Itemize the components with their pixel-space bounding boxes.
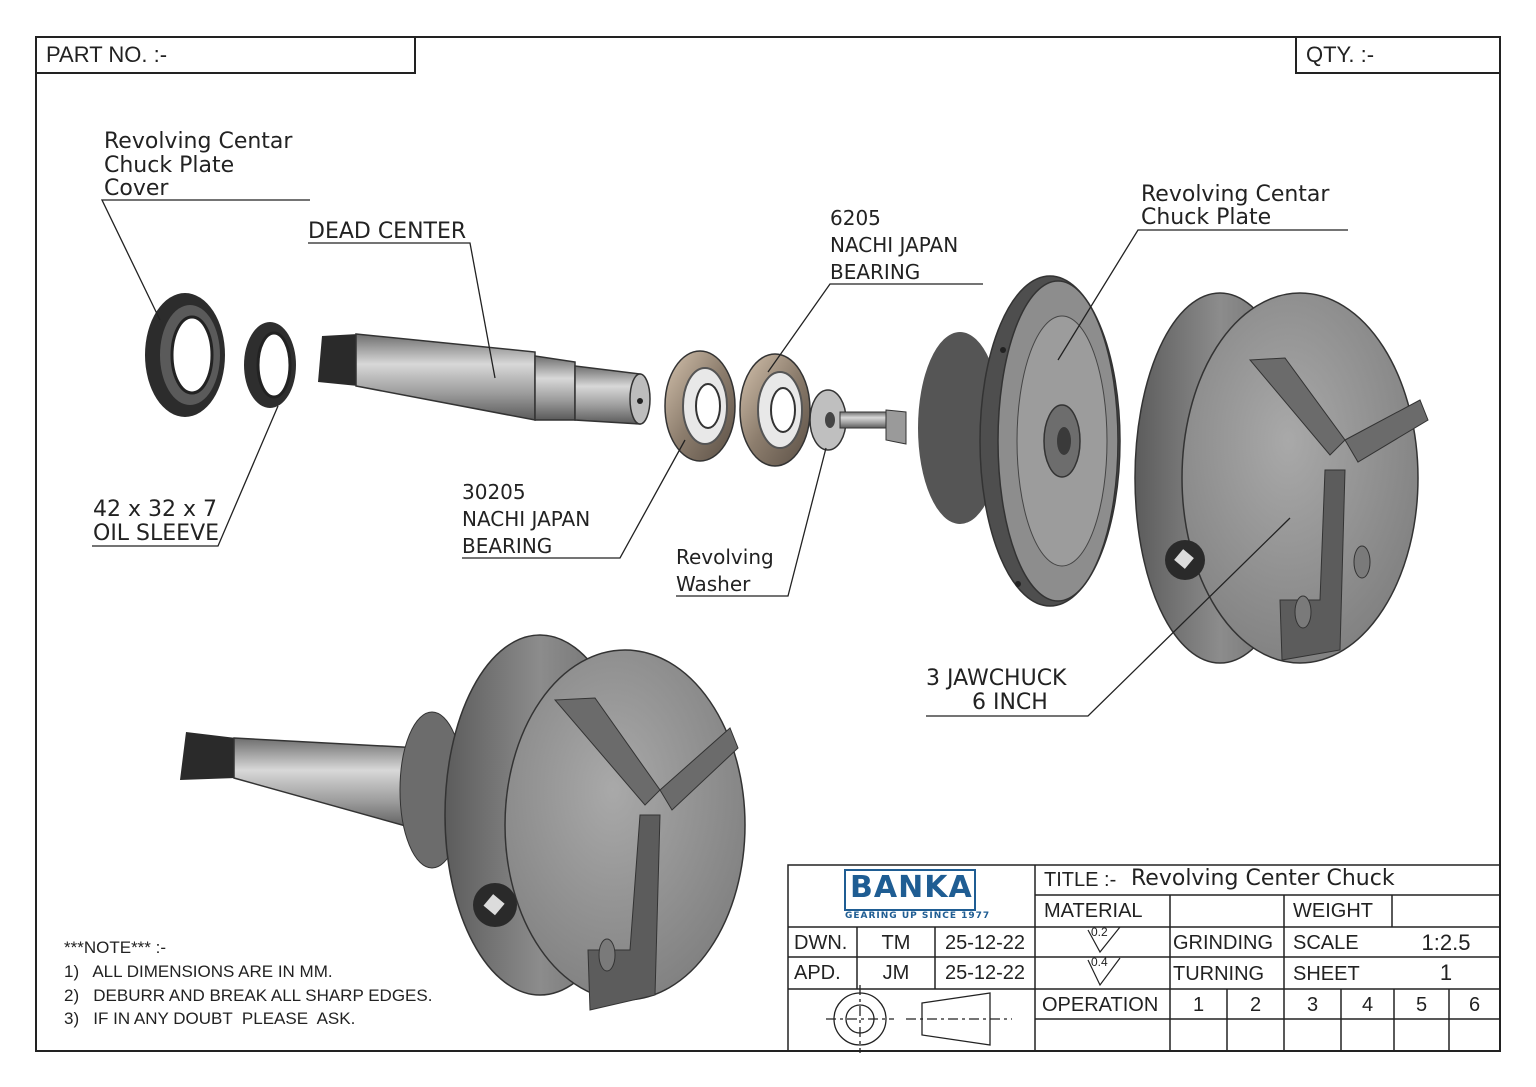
callout-washer-line1: Revolving <box>676 545 774 569</box>
part-no-label: PART NO. :- <box>46 42 168 67</box>
callout-sleeve-line2: OIL SLEEVE <box>93 521 220 546</box>
operation-cell: 1 <box>1192 994 1205 1016</box>
projection-symbol <box>826 985 1012 1053</box>
grinding-label: GRINDING <box>1173 932 1273 954</box>
title-block <box>787 864 1501 1052</box>
title-value: Revolving Center Chuck <box>1131 866 1395 891</box>
bearing-30205-part <box>664 350 736 462</box>
operation-cell: 3 <box>1306 994 1319 1016</box>
sheet-border <box>35 36 1501 1052</box>
callout-plate-line1: Revolving Centar <box>1141 182 1330 207</box>
apd-label: APD. <box>794 962 841 984</box>
callout-6205-line1: 6205 <box>830 206 881 230</box>
turning-label: TURNING <box>1173 963 1265 985</box>
operation-cell: 6 <box>1468 994 1481 1016</box>
dead-center-part <box>318 333 651 425</box>
roughness-grinding-value: 0.2 <box>1091 925 1108 939</box>
chuck-plate-cover-part <box>145 293 225 417</box>
logo-frame <box>844 869 976 911</box>
callout-30205-line2: NACHI JAPAN <box>462 507 591 531</box>
jaw-chuck-part <box>1134 292 1429 664</box>
callout-jaw-line1: 3 JAWCHUCK <box>926 666 1067 691</box>
apd-initials: JM <box>882 962 910 984</box>
callout-dead-center: DEAD CENTER <box>308 219 467 244</box>
operation-cell: 2 <box>1249 994 1262 1016</box>
note-item: 2) DEBURR AND BREAK ALL SHARP EDGES. <box>64 986 433 1005</box>
callout-30205-line1: 30205 <box>462 480 526 504</box>
callout-cover-line2: Chuck Plate <box>104 153 235 178</box>
bearing-6205-part <box>739 353 811 467</box>
scale-value: 1:2.5 <box>1421 930 1471 955</box>
roughness-turning-value: 0.4 <box>1091 955 1108 969</box>
callout-washer-line2: Washer <box>676 572 751 596</box>
operation-label: OPERATION <box>1042 994 1159 1016</box>
callout-plate-line2: Chuck Plate <box>1141 205 1272 230</box>
chuck-plate-part <box>918 275 1121 607</box>
sheet-value: 1 <box>1439 960 1453 985</box>
scale-label: SCALE <box>1293 932 1359 954</box>
dwn-initials: TM <box>881 932 911 954</box>
dwn-date: 25-12-22 <box>944 932 1026 954</box>
operation-cell: 5 <box>1415 994 1428 1016</box>
material-label: MATERIAL <box>1044 900 1143 922</box>
assembled-chuck-part <box>180 634 746 1011</box>
note-item: 1) ALL DIMENSIONS ARE IN MM. <box>64 962 333 981</box>
washer-part <box>809 389 907 451</box>
weight-label: WEIGHT <box>1293 900 1373 922</box>
roughness-symbols <box>1087 926 1121 987</box>
callout-30205-line3: BEARING <box>462 534 553 558</box>
callout-cover-line3: Cover <box>104 176 169 201</box>
dwn-label: DWN. <box>794 932 848 954</box>
leader-lines <box>92 199 1348 717</box>
oil-sleeve-part <box>244 322 296 408</box>
note-item: 3) IF IN ANY DOUBT PLEASE ASK. <box>64 1009 356 1028</box>
qty-label: QTY. :- <box>1306 42 1375 67</box>
banka-logo: BANKA <box>850 870 973 905</box>
callout-6205-line3: BEARING <box>830 260 921 284</box>
apd-date: 25-12-22 <box>944 962 1026 984</box>
callout-sleeve-line1: 42 x 32 x 7 <box>93 497 217 522</box>
callout-cover-line1: Revolving Centar <box>104 129 293 154</box>
callout-6205-line2: NACHI JAPAN <box>830 233 959 257</box>
sheet-label: SHEET <box>1293 963 1360 985</box>
operation-cell: 4 <box>1361 994 1374 1016</box>
logo-tagline: GEARING UP SINCE 1977 <box>845 911 991 921</box>
callout-jaw-line2: 6 INCH <box>972 690 1048 715</box>
notes-heading: ***NOTE*** :- <box>64 938 167 957</box>
title-label: TITLE :- <box>1044 869 1117 891</box>
